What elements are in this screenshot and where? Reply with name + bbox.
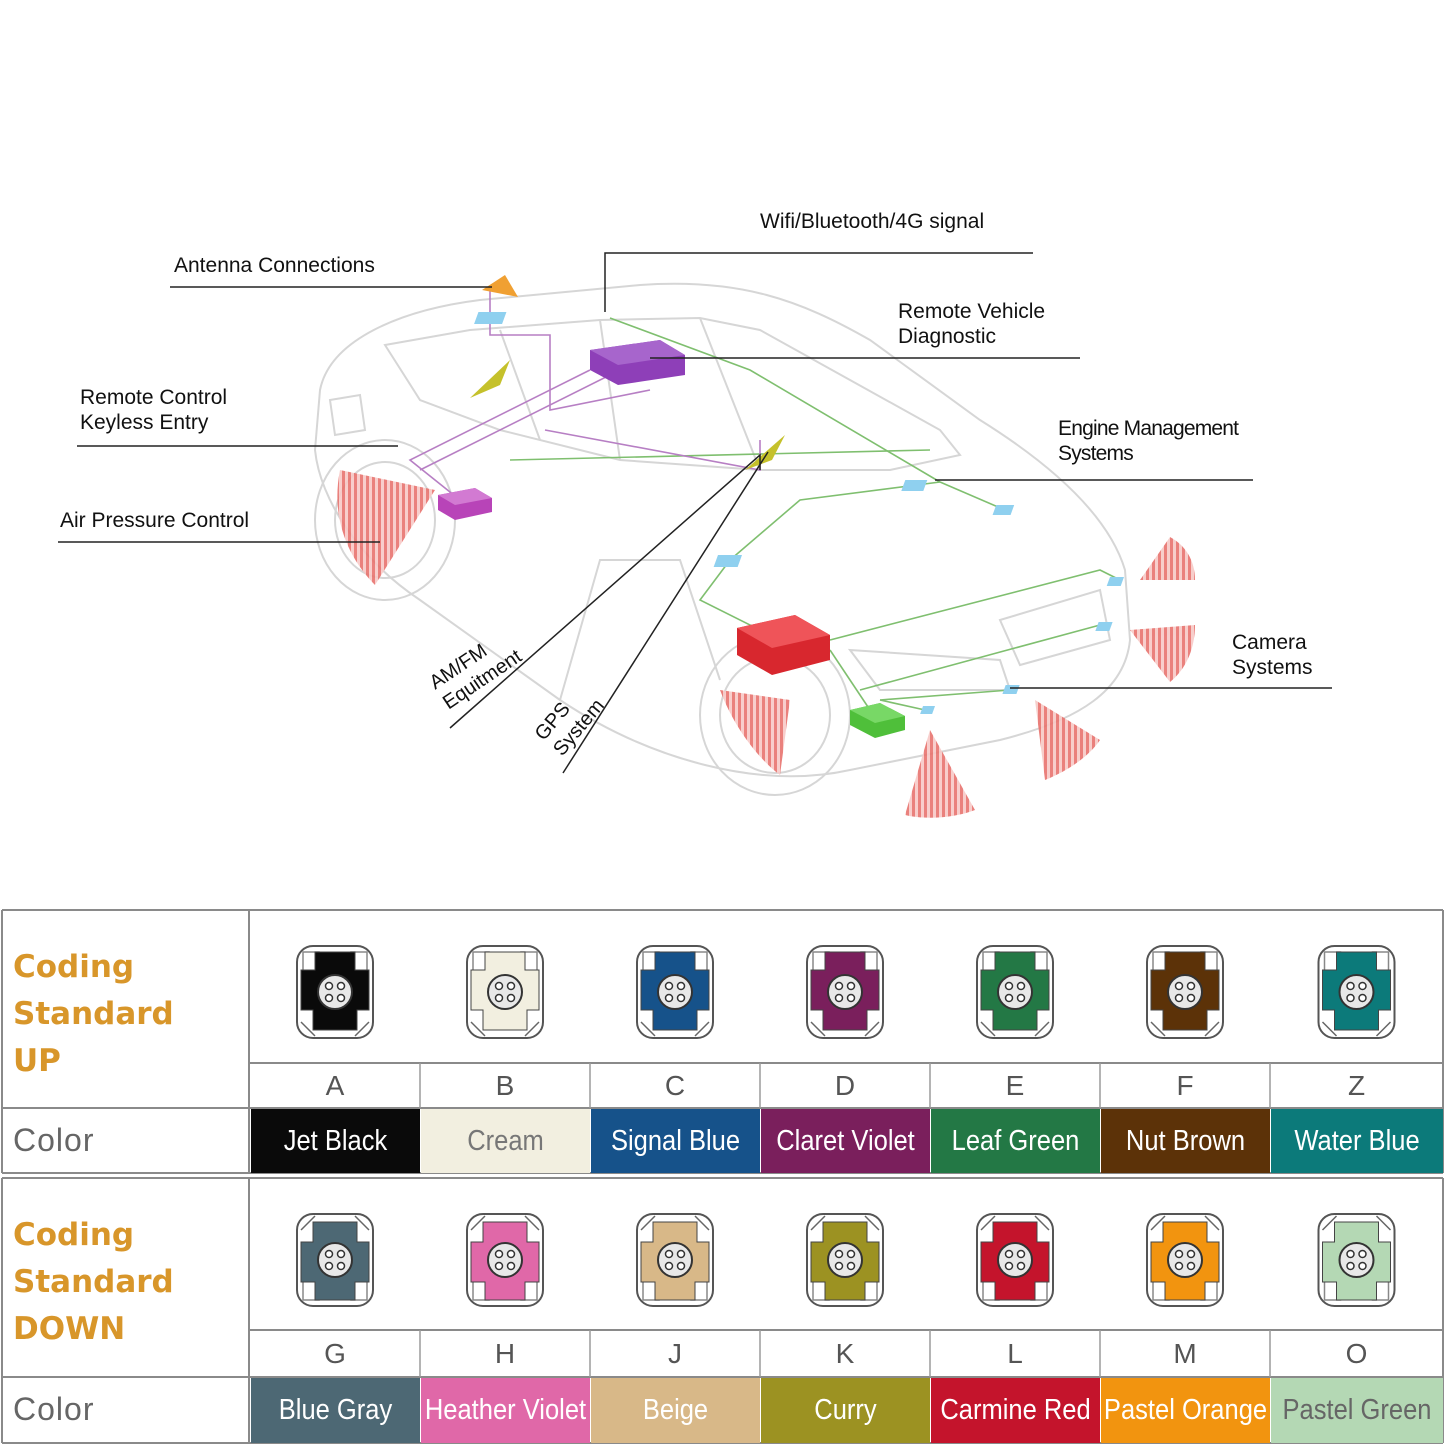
connector-icon	[636, 1213, 714, 1307]
color-swatch: Curry	[761, 1378, 930, 1443]
code-letter: K	[835, 1337, 855, 1369]
color-name: Leaf Green	[951, 1124, 1080, 1157]
sensor-modules	[474, 312, 1124, 714]
code-letter: B	[495, 1069, 515, 1101]
color-swatch: Carmine Red	[931, 1378, 1100, 1443]
code-letter: M	[1173, 1337, 1197, 1369]
code-letter: G	[324, 1337, 346, 1369]
code-letter: D	[834, 1069, 856, 1101]
color-swatch: Leaf Green	[931, 1109, 1100, 1173]
color-row-label: Color	[13, 1122, 95, 1158]
connector-icon	[296, 1213, 374, 1307]
color-name: Beige	[642, 1394, 709, 1426]
color-swatch: Claret Violet	[761, 1109, 930, 1173]
color-name: Blue Gray	[278, 1394, 393, 1426]
connector-icon	[1146, 945, 1224, 1039]
car-illustration	[58, 252, 1332, 818]
color-swatch: Jet Black	[251, 1109, 420, 1173]
camera-module	[850, 703, 905, 738]
code-letter: J	[668, 1337, 682, 1369]
callout-keyless: Remote Control Keyless Entry	[80, 386, 228, 434]
callout-wifi: Wifi/Bluetooth/4G signal	[760, 210, 985, 233]
code-letter: O	[1345, 1337, 1368, 1369]
color-swatch: Signal Blue	[591, 1109, 760, 1173]
color-name: Nut Brown	[1125, 1124, 1246, 1157]
color-name: Pastel Orange	[1103, 1394, 1268, 1426]
code-letter: L	[1007, 1337, 1023, 1369]
color-swatch: Blue Gray	[251, 1378, 420, 1443]
car-connectivity-diagram: Wifi/Bluetooth/4G signal Antenna Connect…	[58, 210, 1332, 818]
color-name: Curry	[814, 1394, 877, 1426]
color-name: Pastel Green	[1282, 1394, 1432, 1426]
color-swatch: Beige	[591, 1378, 760, 1443]
color-name: Cream	[467, 1124, 544, 1157]
color-swatch: Pastel Green	[1271, 1378, 1443, 1443]
color-name: Jet Black	[283, 1124, 388, 1157]
callout-air-pressure: Air Pressure Control	[60, 509, 250, 532]
antenna-elements	[470, 275, 785, 470]
connector-icon	[976, 1213, 1054, 1307]
connector-icon	[466, 1213, 544, 1307]
color-name: Water Blue	[1294, 1124, 1420, 1157]
coding-heading-down: Coding Standard DOWN	[13, 1217, 174, 1347]
code-letter: H	[494, 1337, 516, 1369]
diagnostic-module	[590, 340, 685, 385]
callout-diagnostic: Remote Vehicle Diagnostic	[898, 300, 1046, 348]
connector-icon	[1146, 1213, 1224, 1307]
color-swatch: Water Blue	[1271, 1109, 1443, 1173]
code-letter: Z	[1347, 1069, 1366, 1101]
color-name: Heather Violet	[424, 1394, 587, 1426]
color-swatch: Nut Brown	[1101, 1109, 1270, 1173]
color-name: Carmine Red	[940, 1394, 1091, 1426]
leader-lines	[58, 252, 1332, 774]
connector-icon	[806, 945, 884, 1039]
connector-icon	[1317, 945, 1396, 1039]
callout-antenna: Antenna Connections	[174, 254, 375, 277]
code-letter: F	[1176, 1069, 1194, 1101]
color-name: Signal Blue	[610, 1124, 741, 1157]
callout-engine: Engine Management Systems	[1058, 417, 1239, 465]
color-name: Claret Violet	[776, 1124, 915, 1157]
connector-icon	[296, 945, 374, 1039]
color-swatch: Cream	[421, 1109, 590, 1173]
connector-icon	[636, 945, 714, 1039]
connector-icon	[1317, 1213, 1396, 1307]
code-letter: A	[325, 1069, 345, 1101]
engine-module	[737, 615, 830, 675]
color-swatch: Heather Violet	[421, 1378, 590, 1443]
sensor-waves	[337, 470, 1195, 818]
modules	[438, 312, 1124, 738]
code-letter: C	[664, 1069, 686, 1101]
color-swatch: Pastel Orange	[1101, 1378, 1270, 1443]
color-row-label: Color	[13, 1391, 95, 1427]
keyless-module	[438, 488, 492, 520]
wiring-green	[509, 317, 1121, 711]
connector-icon	[976, 945, 1054, 1039]
callout-camera: Camera Systems	[1232, 631, 1313, 679]
connector-icon	[806, 1213, 884, 1307]
connector-icon	[466, 945, 544, 1039]
coding-heading-up: Coding Standard UP	[13, 949, 174, 1079]
code-letter: E	[1005, 1069, 1025, 1101]
